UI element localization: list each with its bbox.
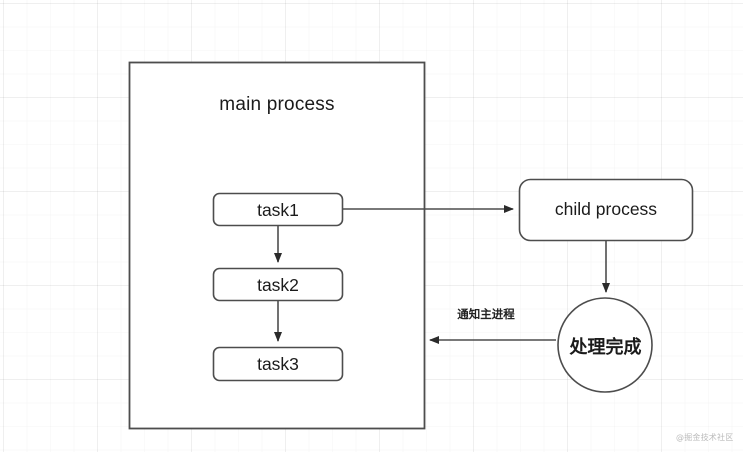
task2-box — [212, 267, 344, 302]
task3-box — [212, 346, 344, 382]
child-process-box — [518, 178, 694, 242]
watermark: @掘金技术社区 — [676, 433, 734, 442]
done-circle — [557, 297, 653, 393]
task1-box — [212, 192, 344, 227]
